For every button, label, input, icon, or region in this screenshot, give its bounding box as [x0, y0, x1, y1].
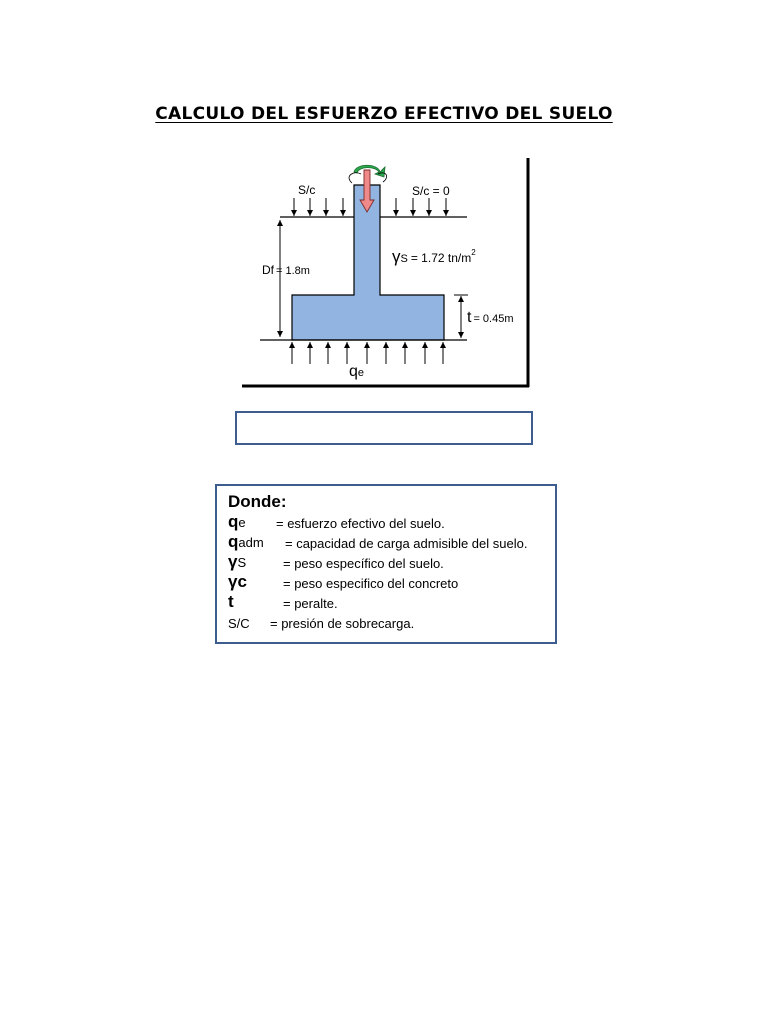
legend-item-gamma-c: γc = peso especifico del concreto: [228, 572, 459, 591]
surcharge-arrows-left: [291, 198, 346, 216]
legend-box: Donde: qe = esfuerzo efectivo del suelo.…: [215, 484, 557, 644]
rotation-arrow-icon: [353, 164, 386, 178]
surcharge-left-label: S/c: [298, 183, 315, 197]
legend-item-t: t = peralte.: [228, 592, 338, 611]
gamma-s-label: γS= 1.72 tn/m2: [392, 247, 476, 266]
qe-label: qe: [349, 363, 364, 380]
footing-diagram: S/c S/c = 0 Df= 1.8m γS= 1.72 tn/m2 t= 0…: [242, 158, 530, 388]
df-label: Df= 1.8m: [262, 263, 310, 277]
legend-item-qadm: qadm = capacidad de carga admisible del …: [228, 532, 528, 551]
legend-item-qe: qe = esfuerzo efectivo del suelo.: [228, 512, 445, 531]
surcharge-arrows-right: [393, 198, 449, 216]
legend-item-sc: S/C = presión de sobrecarga.: [228, 616, 415, 631]
t-label: t= 0.45m: [467, 309, 514, 326]
legend-heading: Donde:: [228, 492, 287, 511]
formula-box: [235, 411, 533, 445]
soil-reaction-arrows: [289, 342, 446, 364]
page-title: CALCULO DEL ESFUERZO EFECTIVO DEL SUELO: [155, 104, 613, 124]
legend-item-gamma-s: γS = peso específico del suelo.: [228, 552, 444, 571]
surcharge-right-label: S/c = 0: [412, 184, 450, 198]
axial-load-arrow-icon: [359, 169, 375, 213]
curved-lines-icon: [348, 172, 387, 184]
